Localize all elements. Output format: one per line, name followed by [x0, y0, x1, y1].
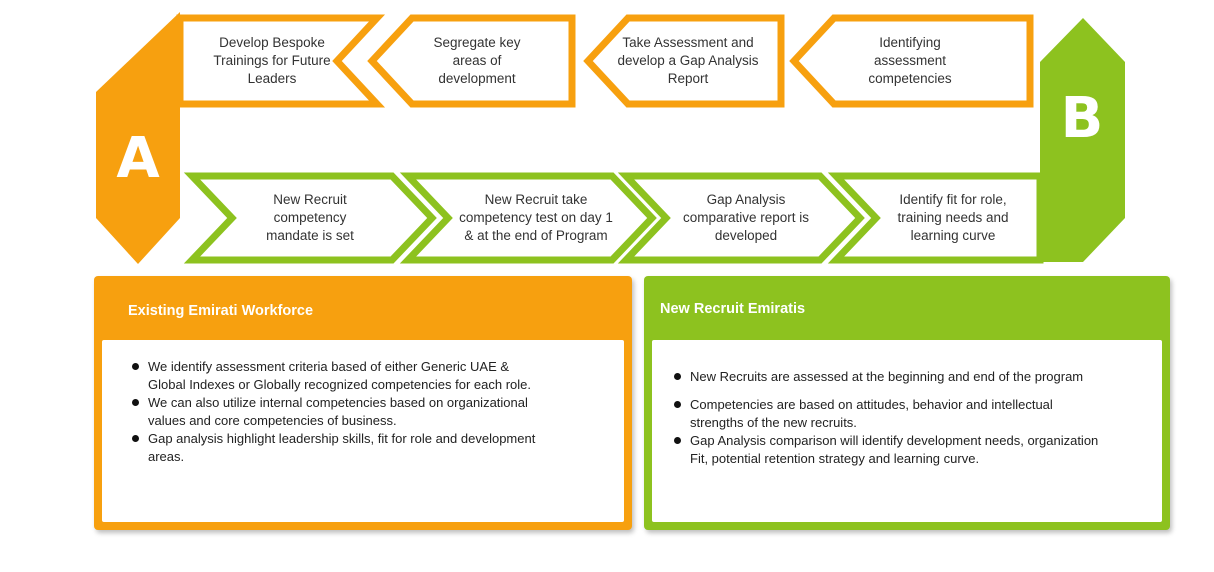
- new-recruit-body: New Recruits are assessed at the beginni…: [652, 340, 1162, 522]
- new-recruit-bullet-3: Gap Analysis comparison will identify de…: [670, 432, 1100, 468]
- top-chevron-1-text: Develop Bespoke Trainings for Future Lea…: [213, 35, 331, 86]
- bottom-chevron-4: [827, 172, 1044, 264]
- existing-bullet-3: Gap analysis highlight leadership skills…: [128, 430, 548, 466]
- new-recruit-bullet-1: New Recruits are assessed at the beginni…: [670, 368, 1100, 386]
- existing-bullet-2: We can also utilize internal competencie…: [128, 394, 548, 430]
- top-chevron-3: [583, 14, 785, 108]
- bottom-chevron-1: [183, 172, 437, 264]
- top-chevron-1: [176, 14, 386, 108]
- existing-workforce-title: Existing Emirati Workforce: [128, 303, 314, 319]
- badge-b-shape: [1040, 18, 1125, 262]
- top-chevron-4-text: Identifying assessment competencies: [868, 35, 952, 86]
- top-chevron-2-text: Segregate key areas of development: [433, 35, 521, 86]
- existing-workforce-body: We identify assessment criteria based of…: [102, 340, 624, 522]
- existing-workforce-list: We identify assessment criteria based of…: [128, 358, 548, 466]
- bottom-chevron-3-text: Gap Analysis comparative report is devel…: [682, 192, 810, 243]
- bottom-chevron-1-text: New Recruit competency mandate is set: [266, 192, 354, 243]
- bottom-row-chevrons: [183, 172, 1044, 264]
- badge-a-letter: A: [116, 126, 160, 191]
- new-recruit-panel: New Recruit Emiratis New Recruits are as…: [644, 276, 1170, 530]
- bottom-chevron-3: [617, 172, 865, 264]
- new-recruit-list: New Recruits are assessed at the beginni…: [670, 368, 1100, 468]
- existing-bullet-1: We identify assessment criteria based of…: [128, 358, 548, 394]
- badge-a-shape: [96, 12, 180, 264]
- top-row-chevrons: [176, 14, 1034, 108]
- bottom-chevron-2: [399, 172, 657, 264]
- top-chevron-2: [367, 14, 576, 108]
- top-chevron-3-text: Take Assessment and develop a Gap Analys…: [617, 35, 759, 86]
- existing-workforce-panel: Existing Emirati Workforce We identify a…: [94, 276, 632, 530]
- badge-b-letter: B: [1060, 86, 1104, 151]
- new-recruit-bullet-2: Competencies are based on attitudes, beh…: [670, 396, 1100, 432]
- bottom-chevron-4-text: Identify fit for role, training needs an…: [897, 192, 1009, 243]
- bottom-chevron-2-text: New Recruit take competency test on day …: [459, 192, 613, 243]
- new-recruit-title: New Recruit Emiratis: [660, 301, 806, 317]
- top-chevron-4: [789, 14, 1034, 108]
